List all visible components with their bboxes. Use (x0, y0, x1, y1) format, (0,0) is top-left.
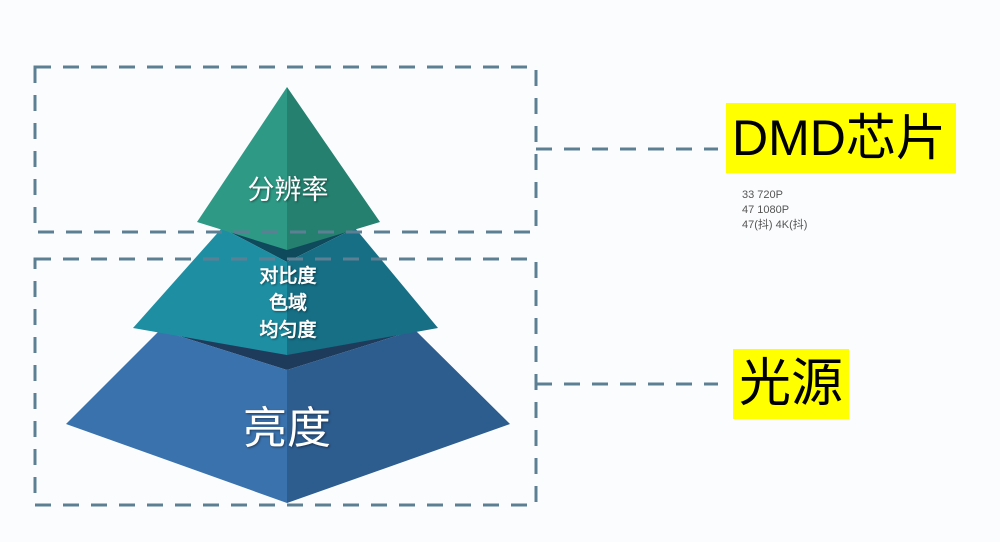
tier-middle-line-uniformity: 均匀度 (259, 319, 317, 341)
tier-middle-label: 对比度 色域 均匀度 (200, 263, 376, 344)
tier-top-label: 分辨率 (247, 175, 329, 206)
callout-light-source: 光源 (733, 349, 850, 419)
callout-dmd-chip: DMD芯片 (726, 103, 956, 173)
spec-line: 33 720P (742, 189, 783, 201)
spec-line: 47(抖) 4K(抖) (742, 219, 808, 231)
tier-bottom-label: 亮度 (243, 403, 331, 454)
dmd-specs: 33 720P 47 1080P 47(抖) 4K(抖) (742, 188, 807, 233)
tier-middle-line-gamut: 色域 (268, 292, 307, 314)
spec-line: 47 1080P (742, 204, 790, 216)
tier-top (197, 87, 380, 250)
dashed-box-brightness (33, 257, 538, 507)
tier-middle-line-contrast: 对比度 (259, 265, 317, 287)
